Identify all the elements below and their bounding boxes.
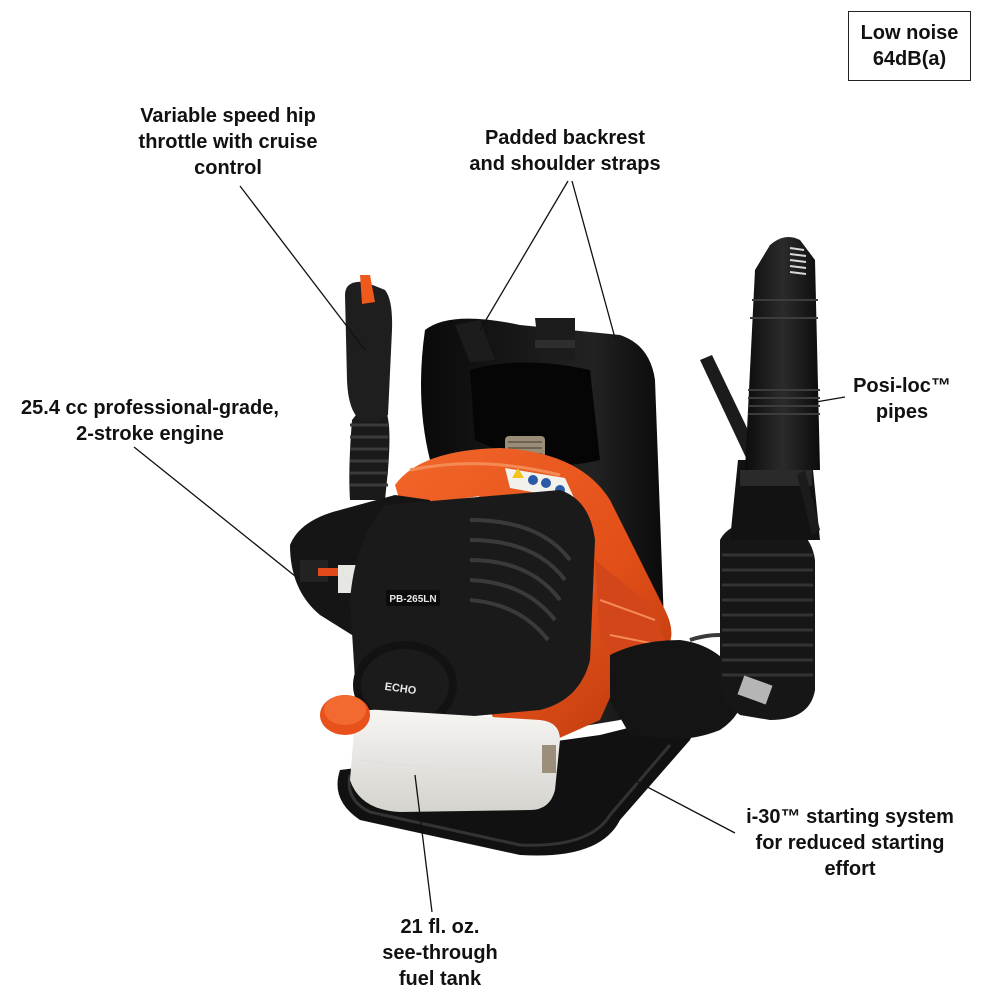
callout-line: control: [194, 157, 262, 179]
fuel-tank: [320, 695, 560, 812]
brand-logo: ECHO: [384, 681, 418, 697]
badge-line-1: Low noise: [860, 22, 959, 44]
badge-line-2: 64dB(a): [872, 48, 947, 70]
leader-engine: [133, 446, 301, 581]
callout-padded-backrest: Padded backrest and shoulder straps: [458, 125, 672, 177]
callout-line: pipes: [875, 401, 929, 423]
callout-line: fuel tank: [398, 968, 482, 990]
hip-throttle: [345, 275, 393, 500]
callout-line: 2-stroke engine: [76, 423, 224, 445]
callout-line: throttle with cruise: [138, 131, 318, 153]
callout-fuel-tank: 21 fl. oz. see-through fuel tank: [370, 914, 510, 992]
leader-fuel-tank: [414, 774, 433, 913]
engine: PB-265LN ECHO: [290, 490, 595, 729]
callout-hip-throttle: Variable speed hip throttle with cruise …: [128, 103, 328, 181]
leader-starting: [614, 769, 736, 834]
callout-line: i-30™ starting system: [746, 806, 954, 828]
leader-backrest-right: [571, 180, 616, 339]
callout-line: Padded backrest: [484, 127, 646, 149]
callout-line: effort: [824, 858, 876, 880]
callout-line: and shoulder straps: [469, 153, 661, 175]
low-noise-badge: Low noise 64dB(a): [848, 11, 971, 81]
callout-line: 25.4 cc professional-grade,: [21, 397, 279, 419]
leader-throttle: [239, 185, 366, 351]
callout-i30-starting-system: i-30™ starting system for reduced starti…: [732, 804, 968, 882]
callout-line: 21 fl. oz.: [400, 916, 480, 938]
blower-pipes: [610, 236, 820, 739]
model-label: PB-265LN: [389, 594, 436, 605]
leader-pipes: [809, 396, 846, 404]
callout-line: Posi-loc™: [853, 375, 951, 397]
leader-backrest-left: [479, 180, 569, 331]
callout-line: see-through: [382, 942, 498, 964]
callout-engine: 25.4 cc professional-grade, 2-stroke eng…: [4, 395, 296, 447]
callout-line: for reduced starting: [755, 832, 945, 854]
callout-posi-loc-pipes: Posi-loc™ pipes: [842, 373, 962, 425]
callout-line: Variable speed hip: [140, 105, 316, 127]
